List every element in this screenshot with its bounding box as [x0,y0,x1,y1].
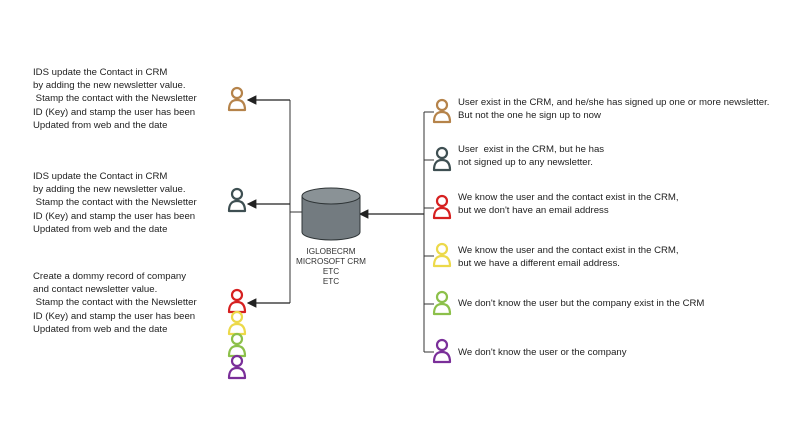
right-case-3: We know the user and the contact exist i… [458,192,679,217]
user-icon-left-purple [227,354,247,380]
right-case-2: User exist in the CRM, but he has not si… [458,144,605,169]
user-icon-right-purple [432,338,452,364]
user-icon-left-yellow [227,310,247,336]
database-label-group: IGLOBECRM MICROSOFT CRM ETC ETC [286,247,376,287]
left-note-1: IDS update the Contact in CRM by adding … [33,67,197,131]
database-cylinder-icon [301,187,361,241]
user-icon-right-red [432,194,452,220]
user-icon-right-slate [432,146,452,172]
database-label-etc-2: ETC [322,277,340,286]
right-case-5: We don't know the user but the company e… [458,298,705,309]
user-icon-right-yellow [432,242,452,268]
right-case-6: We don't know the user or the company [458,347,627,358]
database-label-etc-1: ETC [322,267,340,276]
database-label-iglobecrm: IGLOBECRM [306,247,356,256]
left-note-2: IDS update the Contact in CRM by adding … [33,171,197,235]
right-case-4: We know the user and the contact exist i… [458,245,679,270]
left-note-3: Create a dommy record of company and con… [33,271,197,335]
user-icon-right-green [432,290,452,316]
right-case-1: User exist in the CRM, and he/she has si… [458,97,770,122]
user-icon-left-slate [227,187,247,213]
user-icon-right-brown [432,98,452,124]
user-icon-left-red [227,288,247,314]
database-label-microsoft-crm: MICROSOFT CRM [296,257,366,266]
user-icon-left-green [227,332,247,358]
user-icon-left-brown [227,86,247,112]
